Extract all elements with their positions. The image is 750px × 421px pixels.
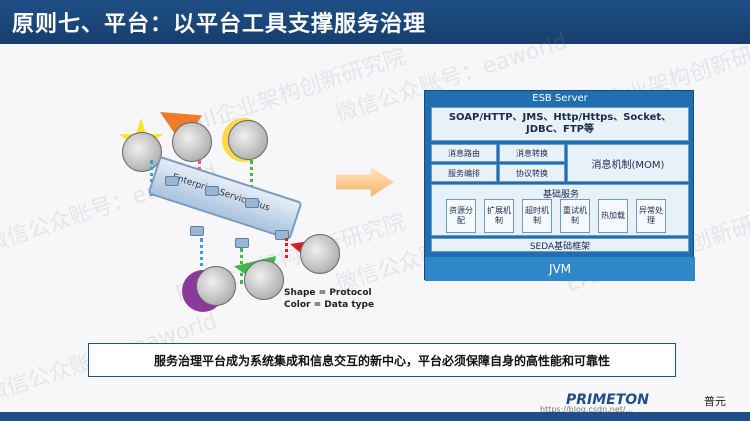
user-node-icon [172, 122, 212, 162]
mom-box: 消息机制(MOM) [567, 144, 689, 182]
seda-framework: SEDA基础框架 [431, 238, 689, 252]
page-title: 原则七、平台：以平台工具支撑服务治理 [12, 12, 427, 37]
arrow-right-icon [336, 167, 394, 197]
phone-node-icon [300, 234, 340, 274]
bus-socket [245, 198, 259, 208]
protocol-conversion: 协议转换 [499, 164, 565, 182]
message-routing: 消息路由 [431, 144, 497, 162]
server-node-icon [122, 132, 162, 172]
basic-item: 异常处理 [636, 199, 666, 233]
mobile-node-icon [196, 266, 236, 306]
basic-item: 热加载 [598, 199, 628, 233]
primeton-logo: PRIMETON [566, 392, 649, 408]
basic-item: 扩展机制 [484, 199, 514, 233]
legend-color: Color = Data type [284, 300, 375, 310]
device-node-icon [228, 120, 268, 160]
source-url: https://blog.csdn.net/... [540, 405, 634, 414]
esb-server-panel: ESB Server SOAP/HTTP、JMS、Http/Https、Sock… [424, 90, 695, 281]
bus-socket [165, 176, 179, 186]
jvm-layer: JVM [425, 257, 695, 281]
basic-services-title: 基础服务 [542, 190, 579, 200]
key-statement: 服务治理平台成为系统集成和信息交互的新中心，平台必须保障自身的高性能和可靠性 [88, 343, 676, 377]
basic-item: 资源分配 [446, 199, 476, 233]
bus-socket [235, 238, 249, 248]
legend-shape: Shape = Protocol [284, 288, 372, 298]
esb-title: ESB Server [532, 93, 588, 104]
bus-socket [205, 186, 219, 196]
person-node-icon [244, 260, 284, 300]
protocols-box: SOAP/HTTP、JMS、Http/Https、Socket、JDBC、FTP… [431, 107, 689, 141]
service-orchestration: 服务编排 [431, 164, 497, 182]
title-bar: 原则七、平台：以平台工具支撑服务治理 [0, 0, 750, 44]
basic-item: 重试机制 [560, 199, 590, 233]
bus-socket [275, 230, 289, 240]
bus-socket [190, 226, 204, 236]
message-transform: 消息转换 [499, 144, 565, 162]
basic-item: 超时机制 [522, 199, 552, 233]
brand-chinese-name: 普元 [704, 395, 726, 408]
footer-bar [0, 412, 750, 421]
basic-services: 基础服务 资源分配 扩展机制 超时机制 重试机制 热加载 异常处理 [431, 184, 689, 236]
